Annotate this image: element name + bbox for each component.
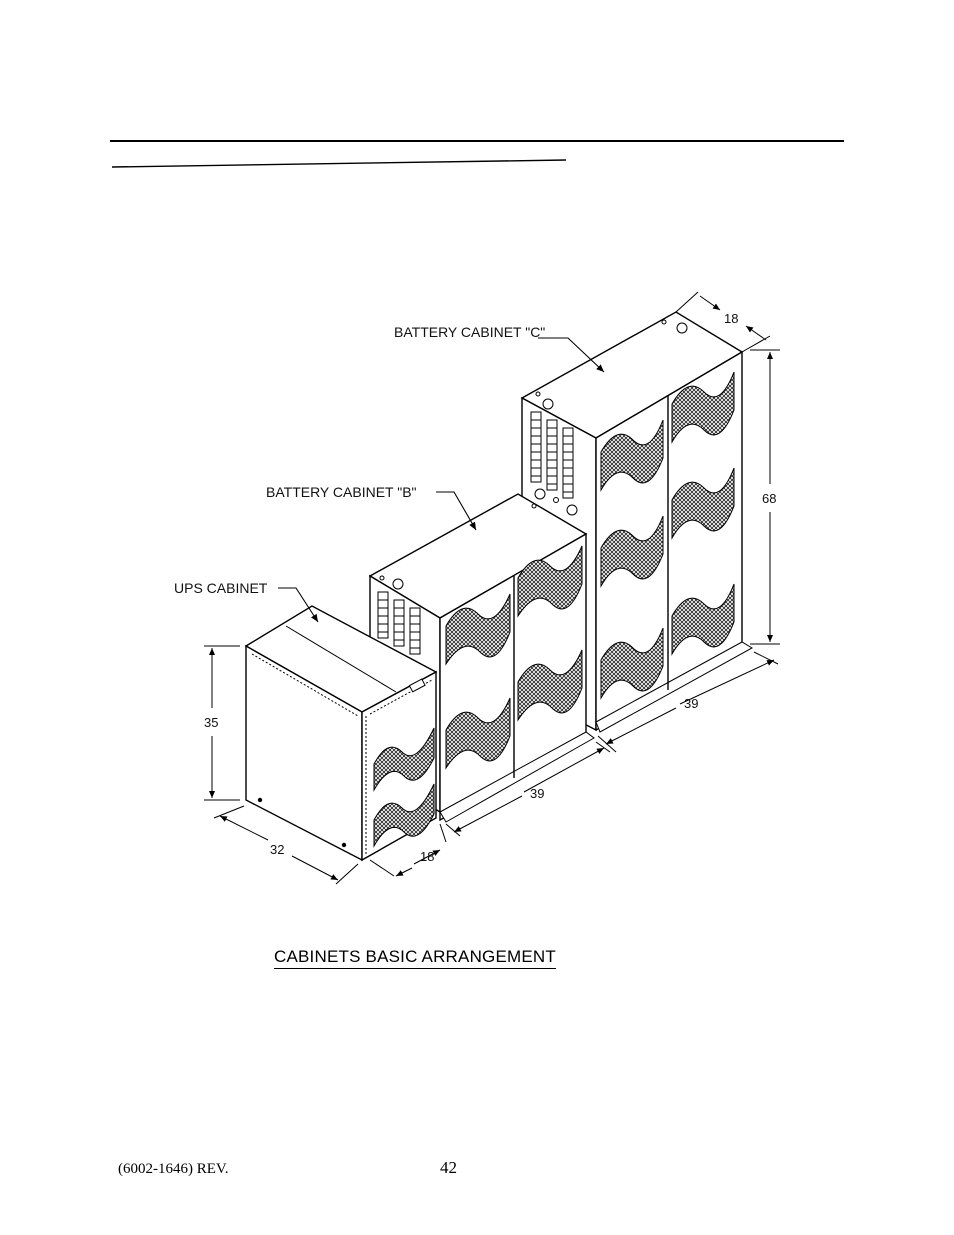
dim-c-height: 68 — [762, 491, 776, 506]
label-battery-cabinet-c: BATTERY CABINET "C" — [394, 324, 545, 340]
dim-c-width: 39 — [684, 696, 698, 711]
document-reference: (6002-1646) REV. — [118, 1161, 229, 1177]
header-rule — [110, 140, 844, 142]
dimension-lines — [204, 291, 780, 885]
ups-cabinet — [244, 605, 438, 862]
label-battery-cabinet-b: BATTERY CABINET "B" — [266, 484, 417, 500]
dim-b-width: 39 — [530, 786, 544, 801]
dim-c-depth: 18 — [724, 311, 738, 326]
header-subrule — [112, 159, 566, 168]
leader-lines — [278, 337, 605, 623]
figure-caption: CABINETS BASIC ARRANGEMENT — [274, 947, 556, 969]
label-ups-cabinet: UPS CABINET — [174, 580, 268, 596]
dim-ups-height: 35 — [204, 715, 218, 730]
dim-ups-depth: 32 — [270, 842, 284, 857]
page-number: 42 — [440, 1158, 457, 1177]
dim-b-depth: 18 — [420, 849, 434, 864]
